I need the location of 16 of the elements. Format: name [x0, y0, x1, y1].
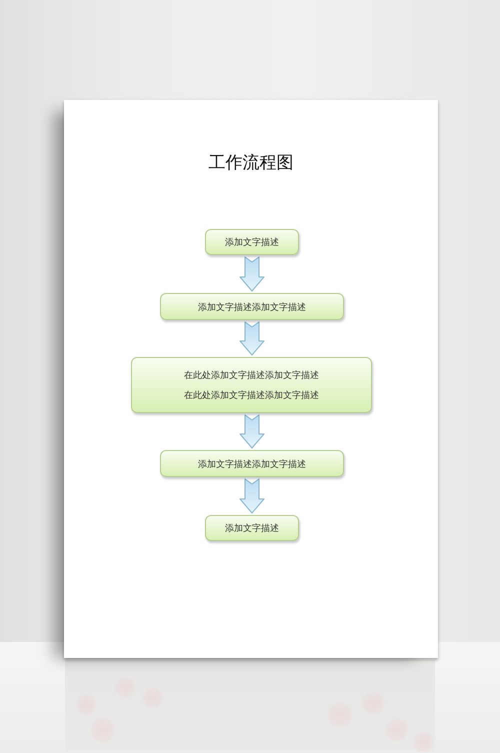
process-box [205, 229, 299, 255]
step-text: 添加文字描述 [225, 522, 279, 534]
process-box [160, 450, 344, 477]
step-text: 在此处添加文字描述添加文字描述 [184, 389, 319, 401]
process-box [205, 515, 299, 541]
step-text: 添加文字描述添加文字描述 [198, 458, 306, 470]
down-arrow [240, 478, 264, 514]
step-text: 在此处添加文字描述添加文字描述 [184, 369, 319, 381]
down-arrow [240, 322, 264, 356]
down-arrow [240, 414, 264, 448]
process-box [160, 293, 344, 320]
down-arrow [240, 256, 264, 292]
step-text: 添加文字描述 [225, 236, 279, 248]
process-box [131, 357, 372, 413]
title: 工作流程图 [208, 153, 294, 173]
step-text: 添加文字描述添加文字描述 [198, 300, 306, 312]
